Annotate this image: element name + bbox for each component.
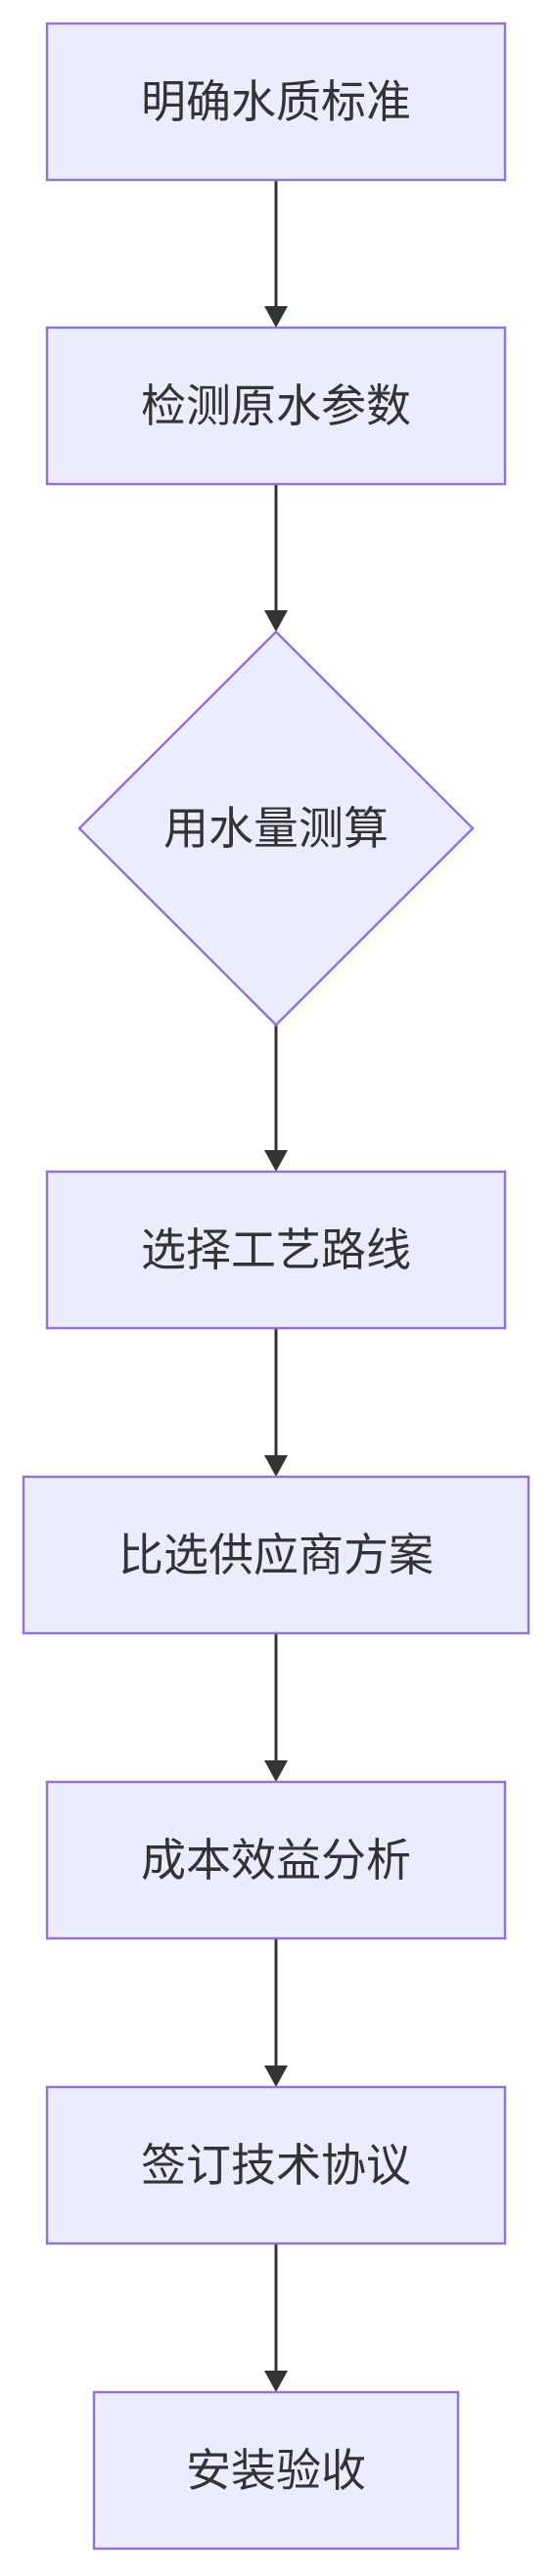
nodes-layer: 明确水质标准检测原水参数用水量测算选择工艺路线比选供应商方案成本效益分析签订技术…: [22, 22, 530, 2551]
node-label: 签订技术协议: [141, 2139, 411, 2192]
node-label: 检测原水参数: [141, 379, 411, 432]
node-n5: 比选供应商方案: [22, 1475, 530, 1635]
edge-n6-n7: [264, 1938, 288, 2087]
node-label: 安装验收: [186, 2444, 366, 2497]
process-box: [45, 2085, 507, 2245]
process-box: [45, 1780, 507, 1940]
node-n3: 用水量测算: [77, 630, 475, 1027]
arrowhead-icon: [264, 610, 288, 632]
process-box: [45, 326, 507, 486]
edge-n3-n4: [264, 1025, 288, 1172]
node-label: 比选供应商方案: [118, 1529, 434, 1581]
node-n1: 明确水质标准: [45, 22, 507, 182]
edge-n5-n6: [264, 1633, 288, 1782]
arrowhead-icon: [264, 2065, 288, 2087]
edge-n2-n3: [264, 484, 288, 632]
arrowhead-icon: [264, 1150, 288, 1172]
node-n8: 安装验收: [92, 2390, 460, 2551]
node-label: 成本效益分析: [141, 1834, 411, 1887]
decision-diamond: [77, 630, 475, 1027]
arrowhead-icon: [264, 1455, 288, 1477]
edge-n4-n5: [264, 1328, 288, 1477]
edges-layer: [264, 180, 288, 2392]
node-n6: 成本效益分析: [45, 1780, 507, 1940]
node-label: 选择工艺路线: [141, 1223, 411, 1276]
node-label: 用水量测算: [163, 802, 389, 855]
edge-n7-n8: [264, 2243, 288, 2392]
edge-n1-n2: [264, 180, 288, 328]
process-box: [45, 1170, 507, 1330]
process-box: [45, 22, 507, 182]
node-n2: 检测原水参数: [45, 326, 507, 486]
arrowhead-icon: [264, 306, 288, 328]
node-label: 明确水质标准: [141, 75, 411, 128]
node-n4: 选择工艺路线: [45, 1170, 507, 1330]
arrowhead-icon: [264, 2371, 288, 2392]
node-n7: 签订技术协议: [45, 2085, 507, 2245]
arrowhead-icon: [264, 1760, 288, 1782]
process-box: [92, 2390, 460, 2551]
process-box: [22, 1475, 530, 1635]
